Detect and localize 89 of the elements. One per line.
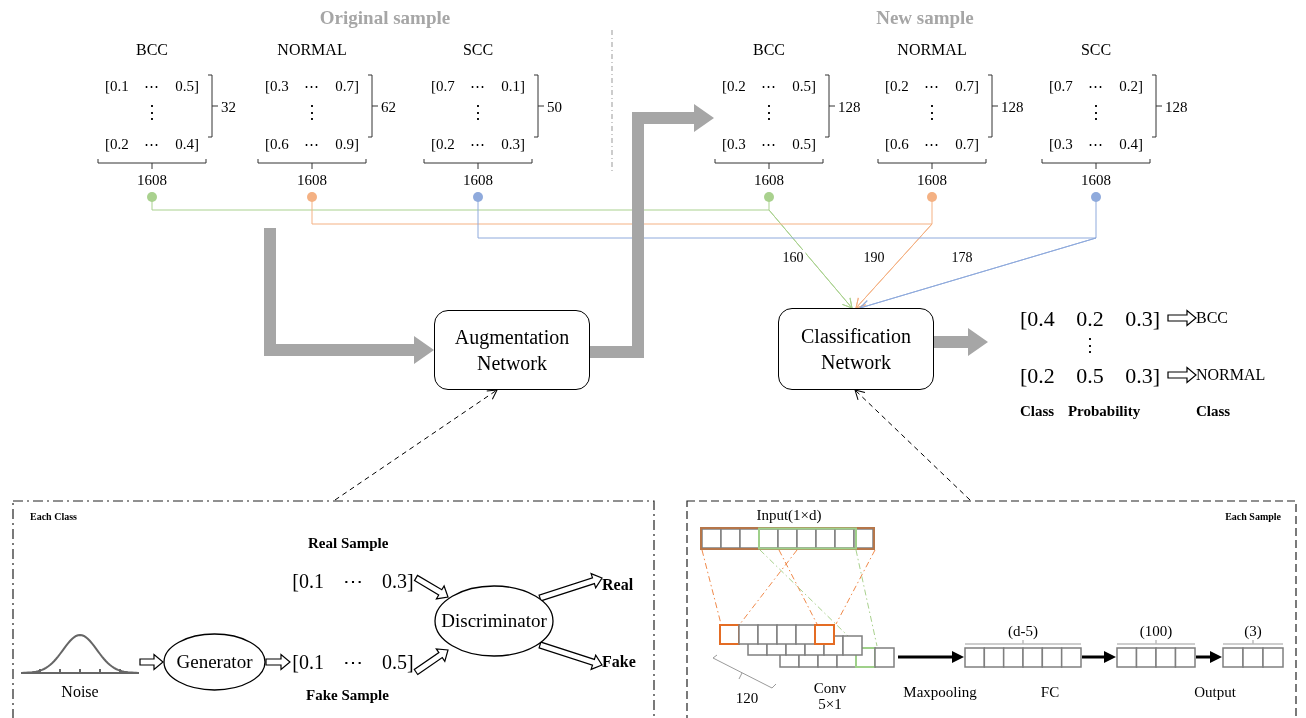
hollow-arrow: [413, 574, 449, 600]
side-caption: 128: [1001, 98, 1024, 117]
dashed-frame: [12, 500, 655, 718]
connection-lines: [701, 549, 876, 625]
arrow: [764, 191, 853, 309]
ellipse-node: Discriminator: [434, 585, 554, 657]
vertical-ellipsis: ⋮: [1086, 101, 1106, 124]
dimension-label: 1608: [753, 171, 785, 190]
side-caption: Fake Sample: [306, 686, 389, 705]
vertical-ellipsis: ⋮: [302, 101, 322, 124]
vertical-ellipsis: ⋮: [1080, 334, 1100, 357]
class-label: NORMAL: [1196, 363, 1280, 387]
arrow: [855, 191, 937, 309]
section-title: Original sample: [318, 6, 452, 30]
class-label: NORMAL: [276, 40, 348, 60]
matrix-row-text: [0.3 ⋯ 0.7]: [264, 77, 360, 96]
side-caption: 32: [221, 98, 236, 117]
matrix-row-text: [0.2 ⋯ 0.5]: [721, 77, 817, 96]
vertical-ellipsis: ⋮: [759, 101, 779, 124]
class-label: SCC: [461, 40, 495, 60]
dimension-label: (100): [1138, 622, 1174, 640]
column-header: Class: [1196, 402, 1232, 421]
dimension-label: (d-5): [1007, 622, 1039, 640]
frame-title: Each Sample: [1225, 510, 1281, 524]
network-box: Classification Network: [778, 308, 934, 390]
frame-title: Each Class: [30, 510, 77, 524]
layer-label: Maxpooling: [902, 683, 978, 702]
dimension-label: 1608: [296, 171, 328, 190]
noise-label: Noise: [60, 682, 100, 702]
side-caption: 62: [381, 98, 396, 117]
hollow-arrow: [413, 648, 449, 676]
class-label: Real: [602, 573, 646, 597]
arrow: [854, 389, 971, 501]
block-arrow: [934, 328, 988, 356]
arrow: [898, 651, 964, 663]
side-caption: 128: [1165, 98, 1188, 117]
matrix-row-text: [0.2 ⋯ 0.3]: [430, 135, 526, 154]
conv-label: Conv 5×1: [812, 680, 848, 712]
section-title: New sample: [875, 6, 975, 30]
dimension-label: (3): [1243, 622, 1263, 640]
matrix-row-text: [0.2 ⋯ 0.7]: [884, 77, 980, 96]
matrix-row-text: [0.6 ⋯ 0.7]: [884, 135, 980, 154]
probability-vector: [0.4 0.2 0.3]: [1012, 303, 1168, 333]
network-box: Augmentation Network: [434, 310, 590, 390]
side-caption: 128: [838, 98, 861, 117]
matrix-row-text: [0.6 ⋯ 0.9]: [264, 135, 360, 154]
matrix-row-text: [0.7 ⋯ 0.1]: [430, 77, 526, 96]
hollow-arrow: [139, 653, 164, 671]
vertical-ellipsis: ⋮: [142, 101, 162, 124]
arrow: [334, 389, 498, 501]
input-label: Input(1×d): [755, 506, 823, 525]
matrix-row-text: [0.1 ⋯ 0.5]: [104, 77, 200, 96]
matrix-row-text: [0.2 ⋯ 0.4]: [104, 135, 200, 154]
matrix-row-text: [0.3 ⋯ 0.5]: [721, 135, 817, 154]
hollow-arrow: [1167, 366, 1197, 384]
ellipse-node: Generator: [163, 633, 266, 691]
hollow-arrow: [1167, 309, 1197, 327]
dimension-label: 1608: [1080, 171, 1112, 190]
probability-vector: [0.1 ⋯ 0.5]: [290, 647, 416, 677]
layer-label: Output: [1193, 683, 1237, 702]
connection-lines: [759, 549, 878, 647]
class-label: BCC: [135, 40, 169, 60]
class-label: SCC: [1079, 40, 1113, 60]
arrow: [1082, 651, 1116, 663]
side-caption: 50: [547, 98, 562, 117]
class-label: BCC: [1196, 306, 1246, 330]
arrow: [1196, 651, 1222, 663]
dashed-frame: [686, 500, 1297, 718]
block-arrow: [264, 228, 434, 364]
dimension-label: 120: [734, 689, 760, 708]
dimension-label: 1608: [136, 171, 168, 190]
layer-label: FC: [1039, 683, 1061, 702]
dimension-label: 1608: [462, 171, 494, 190]
block-arrow: [590, 104, 714, 358]
probability-vector: [0.1 ⋯ 0.3]: [290, 566, 416, 596]
matrix-row-text: [0.7 ⋯ 0.2]: [1048, 77, 1144, 96]
column-header: Class Probability: [1020, 402, 1142, 421]
probability-vector: [0.2 0.5 0.3]: [1012, 360, 1168, 390]
side-caption: Real Sample: [308, 534, 389, 553]
hollow-arrow: [265, 653, 291, 671]
hollow-arrow: [538, 641, 603, 671]
matrix-row-text: [0.3 ⋯ 0.4]: [1048, 135, 1144, 154]
vertical-ellipsis: ⋮: [468, 101, 488, 124]
dimension-label: 1608: [916, 171, 948, 190]
class-label: BCC: [752, 40, 786, 60]
class-label: Fake: [602, 650, 646, 674]
hollow-arrow: [538, 572, 603, 602]
vertical-ellipsis: ⋮: [922, 101, 942, 124]
class-label: NORMAL: [896, 40, 968, 60]
